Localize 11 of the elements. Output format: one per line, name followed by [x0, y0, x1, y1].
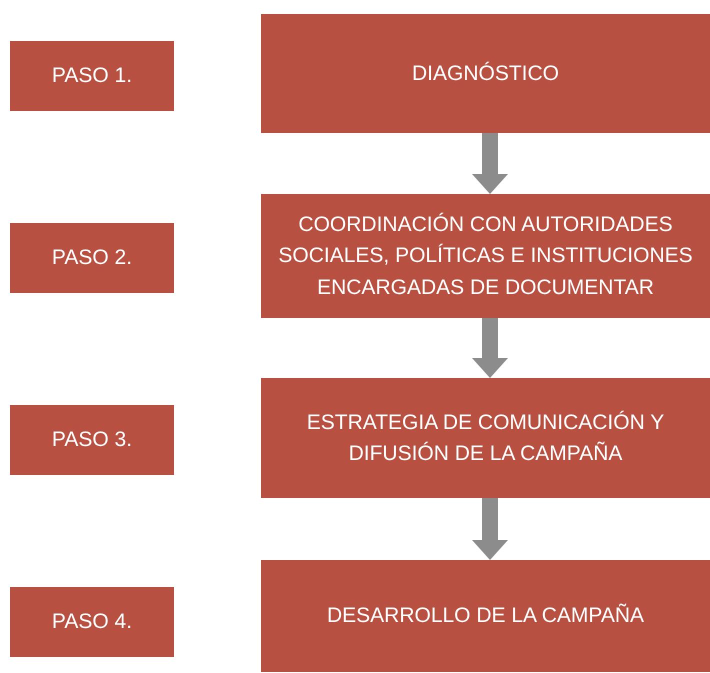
step-label-box: PASO 3. [10, 405, 174, 475]
process-box: ESTRATEGIA DE COMUNICACIÓN Y DIFUSIÓN DE LA CAMPAÑA [261, 378, 710, 498]
process-box: DIAGNÓSTICO [261, 14, 710, 133]
process-box: COORDINACIÓN CON AUTORIDADES SOCIALES, POLÍTICAS E INSTITUCIONES ENCARGADAS DE DOCUMENTAR [261, 194, 710, 318]
arrow [472, 133, 508, 194]
step-label-box: PASO 1. [10, 41, 174, 111]
process-box: DESARROLLO DE LA CAMPAÑA [261, 560, 710, 672]
step-label-box: PASO 2. [10, 223, 174, 293]
arrow [472, 498, 508, 560]
step-label-box: PASO 4. [10, 587, 174, 657]
arrow [472, 318, 508, 378]
